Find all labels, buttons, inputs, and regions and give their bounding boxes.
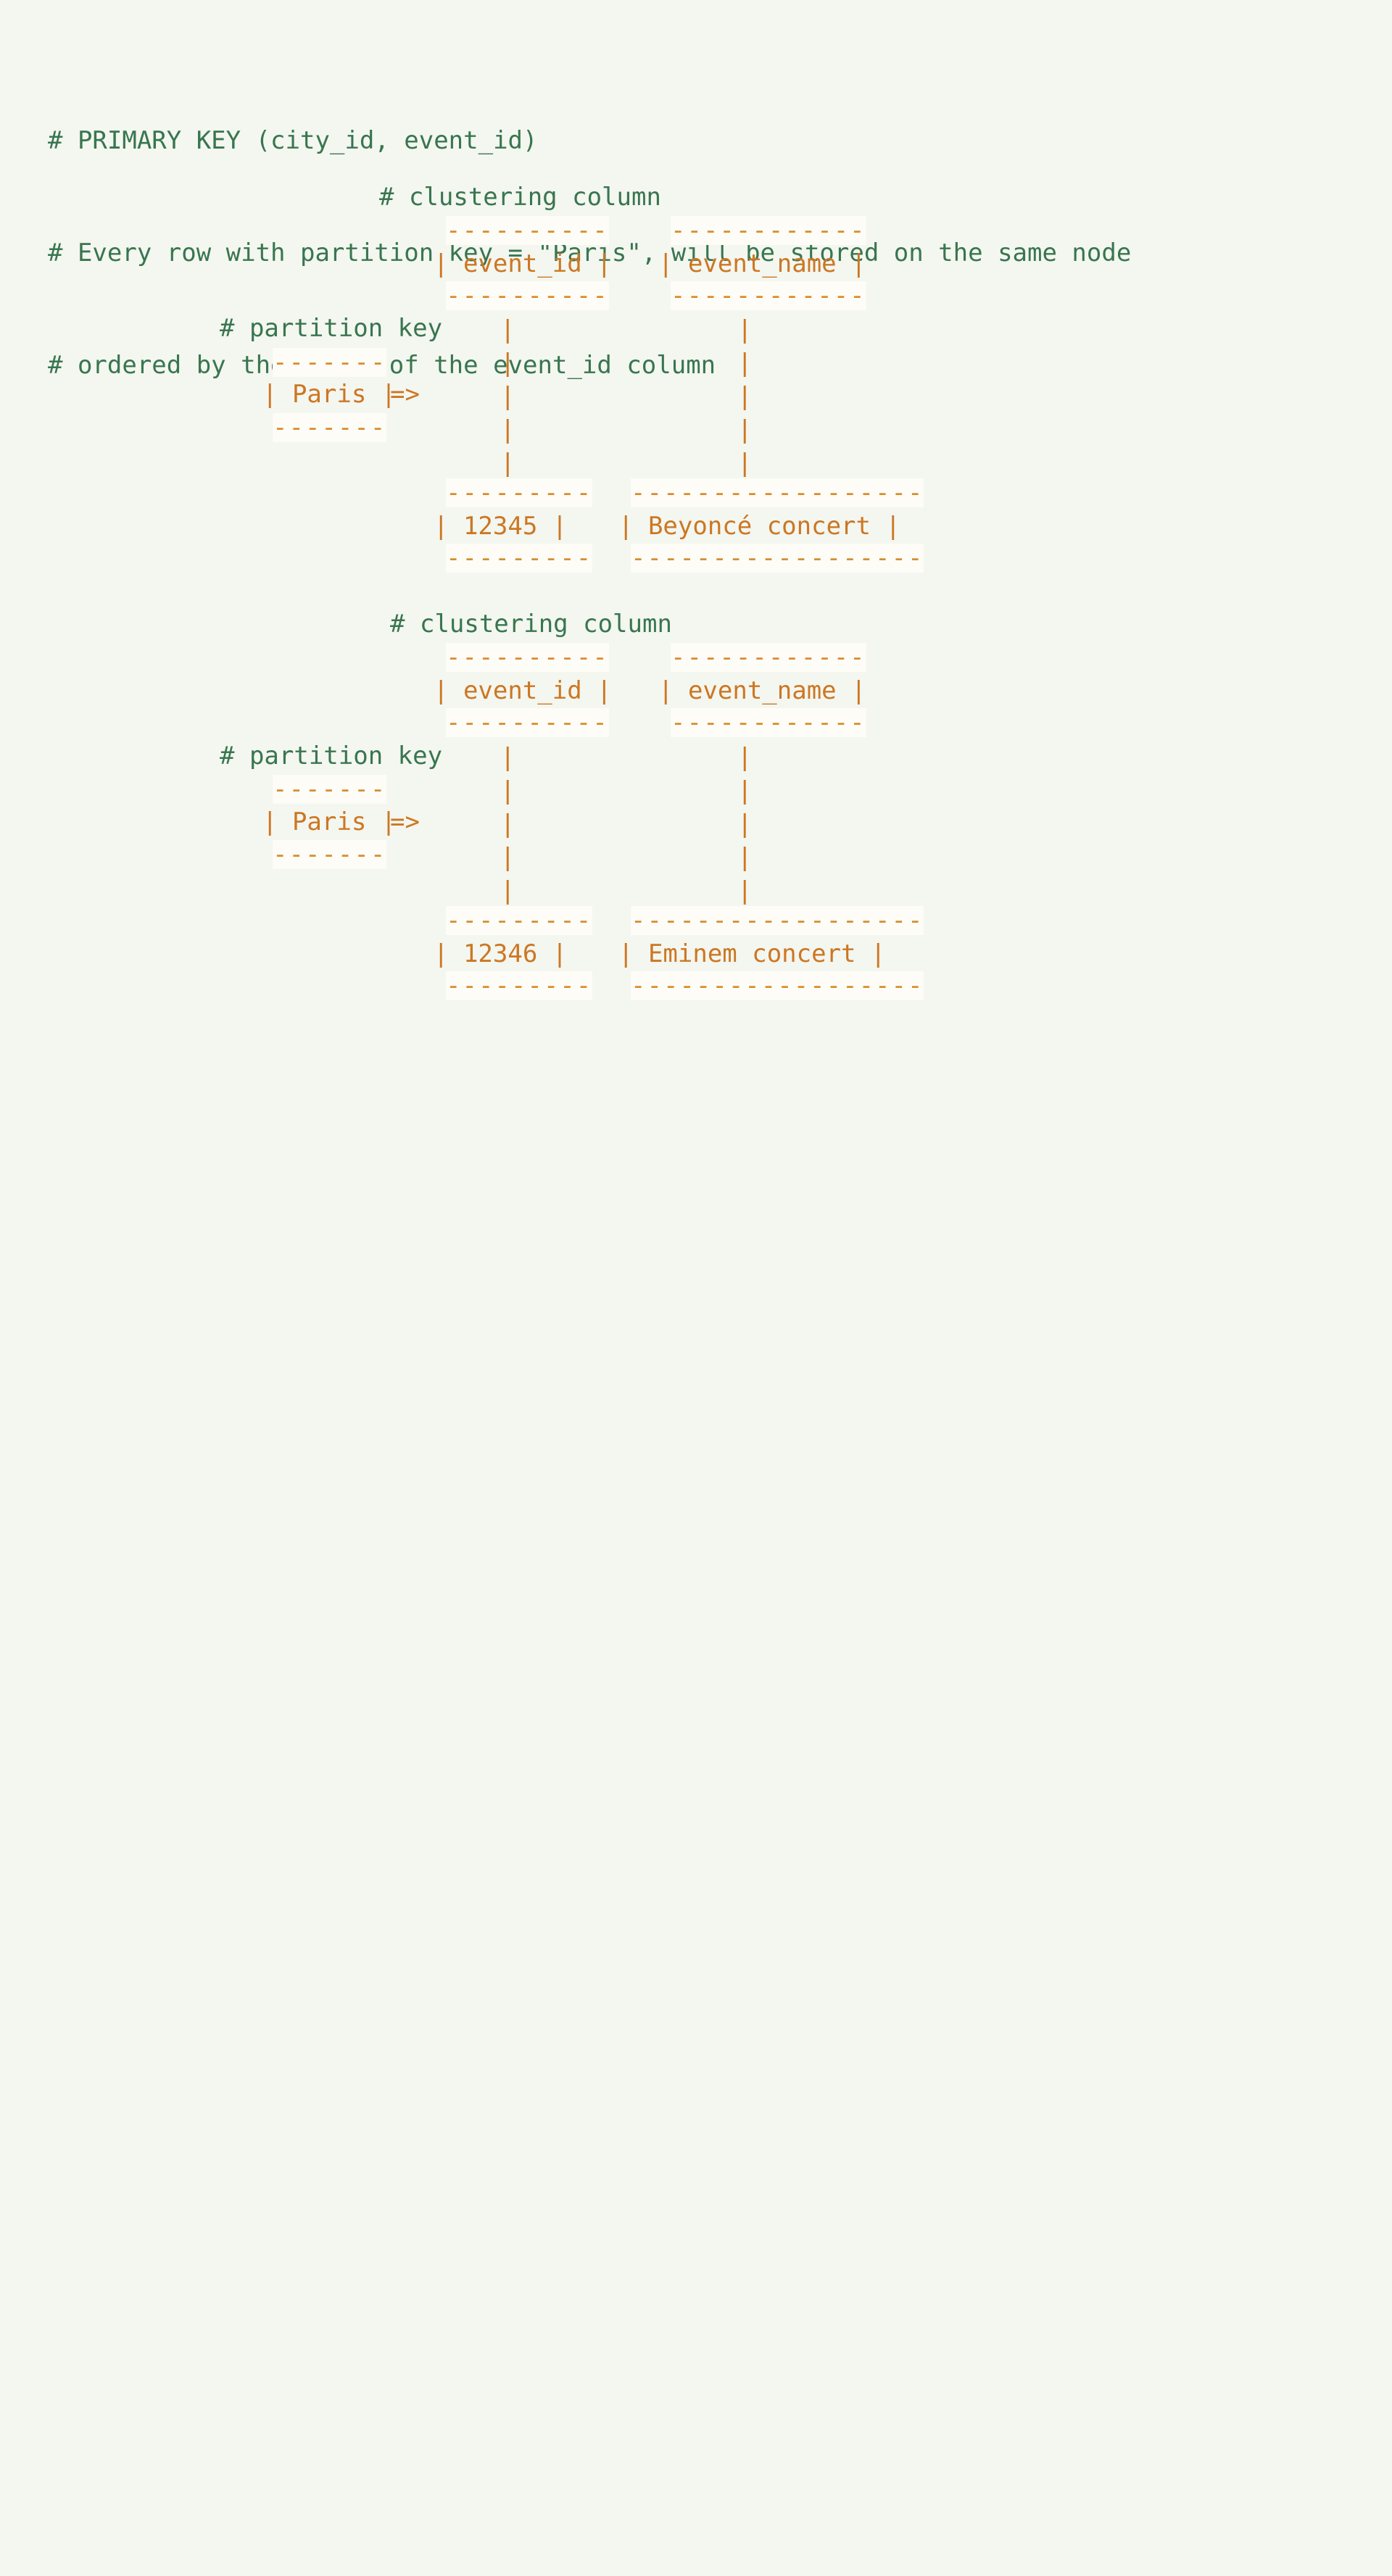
block-2-partition-value-cell: | Paris | — [262, 807, 397, 836]
block-1-event-id-value-cell: | 12345 | — [434, 512, 568, 541]
block-1-event-name-connector-4: | — [737, 415, 753, 444]
block-2-event-name-connector-4: | — [737, 843, 753, 872]
block-1-event-id-header-rule-top: ---------- — [446, 216, 609, 245]
block-2-partition-arrow: => — [390, 807, 420, 836]
block-1-event-id-value-rule-top: --------- — [446, 478, 593, 507]
diagram-canvas: # PRIMARY KEY (city_id, event_id) # Ever… — [48, 45, 1131, 1000]
comment-partition-note: # Every row with partition key = "Paris"… — [48, 238, 1132, 267]
block-1-event-name-header-rule-top: ------------ — [671, 216, 866, 245]
block-1-event-id-connector-4: | — [500, 415, 515, 444]
block-1-partition-arrow: => — [390, 380, 420, 409]
block-1-event-name-header-rule-bottom: ------------ — [671, 281, 866, 310]
block-1-partition-rule-bottom: ------- — [273, 413, 387, 442]
block-1-event-id-connector-1: | — [500, 315, 515, 344]
block-2-event-id-value-rule-top: --------- — [446, 906, 593, 935]
block-1-event-name-connector-2: | — [737, 349, 753, 378]
block-1-event-id-connector-2: | — [500, 349, 515, 378]
block-1-event-id-connector-3: | — [500, 382, 515, 411]
block-2-partition-rule-bottom: ------- — [273, 840, 387, 869]
block-2-partition-key-label: # partition key — [220, 741, 443, 770]
block-2-event-id-header-rule-top: ---------- — [446, 643, 609, 672]
block-1-event-name-value-rule-bottom: ------------------ — [631, 544, 924, 573]
block-1-event-name-connector-5: | — [737, 449, 753, 478]
block-1-event-id-value-rule-bottom: --------- — [446, 544, 593, 573]
block-1-event-name-connector-3: | — [737, 382, 753, 411]
block-1-partition-value-cell: | Paris | — [262, 380, 397, 409]
comment-ordering-note: # ordered by the value of the event_id c… — [48, 351, 716, 380]
primary-key-comment-block: # PRIMARY KEY (city_id, event_id) # Ever… — [48, 45, 1131, 462]
block-2-event-id-connector-5: | — [500, 876, 515, 905]
comment-primary-key: # PRIMARY KEY (city_id, event_id) — [48, 126, 538, 155]
block-2-event-id-value-cell: | 12346 | — [434, 939, 568, 968]
block-1-event-name-connector-1: | — [737, 315, 753, 344]
block-2-event-id-connector-3: | — [500, 810, 515, 839]
block-1-event-id-connector-5: | — [500, 449, 515, 478]
block-2-event-name-header-cell: | event_name | — [658, 676, 866, 705]
block-1-event-name-header-cell: | event_name | — [658, 249, 866, 278]
block-2-event-id-connector-4: | — [500, 843, 515, 872]
block-1-clustering-column-label: # clustering column — [379, 183, 661, 212]
block-1-partition-key-label: # partition key — [220, 314, 443, 343]
block-2-event-name-connector-3: | — [737, 810, 753, 839]
block-2-event-name-value-rule-bottom: ------------------ — [631, 971, 924, 1000]
block-1-event-name-value-cell: | Beyoncé concert | — [618, 512, 900, 541]
block-2-event-name-connector-5: | — [737, 876, 753, 905]
block-2-clustering-column-label: # clustering column — [390, 610, 672, 639]
block-2-event-id-header-rule-bottom: ---------- — [446, 708, 609, 737]
block-2-event-name-connector-2: | — [737, 776, 753, 805]
block-2-event-name-value-rule-top: ------------------ — [631, 906, 924, 935]
block-1-event-id-header-rule-bottom: ---------- — [446, 281, 609, 310]
block-1-event-id-header-cell: | event_id | — [434, 249, 612, 278]
block-2-event-id-header-cell: | event_id | — [434, 676, 612, 705]
block-2-event-id-connector-2: | — [500, 776, 515, 805]
block-2-event-id-value-rule-bottom: --------- — [446, 971, 593, 1000]
block-2-event-id-connector-1: | — [500, 743, 515, 772]
block-2-partition-rule-top: ------- — [273, 775, 387, 804]
block-2-event-name-value-cell: | Eminem concert | — [618, 939, 886, 968]
block-2-event-name-header-rule-bottom: ------------ — [671, 708, 866, 737]
block-2-event-name-connector-1: | — [737, 743, 753, 772]
block-1-partition-rule-top: ------- — [273, 348, 387, 377]
block-1-event-name-value-rule-top: ------------------ — [631, 478, 924, 507]
block-2-event-name-header-rule-top: ------------ — [671, 643, 866, 672]
